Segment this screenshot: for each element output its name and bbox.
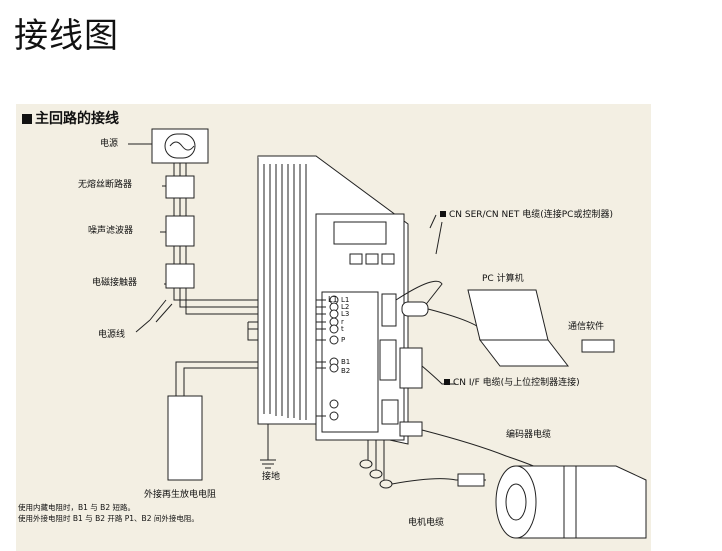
motor-flange bbox=[495, 465, 537, 539]
label-ext-resistor: 外接再生放电电阻 bbox=[144, 490, 217, 500]
label-no-fuse-breaker: 无熔丝断路器 bbox=[78, 180, 133, 190]
terminal-p: P bbox=[341, 336, 346, 344]
terminal-l1: L1 bbox=[341, 296, 350, 304]
power-supply-box bbox=[151, 128, 209, 164]
cn-ser-connector bbox=[381, 293, 397, 327]
noise-filter-box bbox=[165, 215, 195, 247]
label-noise-filter: 噪声滤波器 bbox=[88, 226, 134, 236]
label-motor-cable: 电机电缆 bbox=[408, 518, 445, 528]
cn-if-connector bbox=[379, 339, 397, 381]
sine-wave bbox=[169, 141, 195, 151]
motor-plug bbox=[457, 473, 485, 487]
terminal-l2: L2 bbox=[341, 303, 350, 311]
terminal-b1: B1 bbox=[341, 358, 351, 366]
label-power-supply: 电源 bbox=[100, 139, 119, 149]
software-box bbox=[581, 339, 615, 353]
note-line-2: 使用外接电阻时 B1 与 B2 开路 P1、B2 间外接电阻。 bbox=[18, 514, 199, 523]
label-pc: PC 计算机 bbox=[482, 274, 524, 284]
button-2 bbox=[365, 253, 379, 265]
no-fuse-breaker-box bbox=[165, 175, 195, 199]
note-line-1: 使用内藏电阻时，B1 与 B2 短路。 bbox=[18, 503, 135, 512]
label-encoder-cable: 编码器电缆 bbox=[506, 430, 552, 440]
label-magnetic-contactor: 电磁接触器 bbox=[92, 278, 138, 288]
terminal-label-l1: L1 bbox=[328, 295, 338, 304]
terminal-b2: B2 bbox=[341, 367, 351, 375]
magnetic-contactor-box bbox=[165, 263, 195, 289]
square-bullet-icon bbox=[444, 379, 450, 385]
resistor-note: 使用内藏电阻时，B1 与 B2 短路。 使用外接电阻时 B1 与 B2 开路 P… bbox=[18, 502, 199, 524]
label-ground: 接地 bbox=[262, 472, 281, 482]
power-supply-symbol bbox=[164, 133, 196, 159]
external-resistor-box bbox=[167, 395, 203, 481]
label-comm-software: 通信软件 bbox=[568, 322, 605, 332]
terminal-l3: L3 bbox=[341, 310, 350, 318]
wiring-diagram: 主回路的接线 电源 无熔丝断路器 噪声滤波器 电磁接触器 电源线 L1 L2 L… bbox=[16, 104, 651, 551]
button-1 bbox=[349, 253, 363, 265]
laptop-screen bbox=[467, 289, 549, 341]
page-title: 接线图 bbox=[14, 16, 119, 56]
label-cn-if: CN I/F 电缆(与上位控制器连接) bbox=[444, 378, 580, 389]
wiring-diagram-graphic bbox=[128, 128, 647, 539]
label-cn-ser-net: CN SER/CN NET 电缆(连接PC或控制器) bbox=[440, 210, 613, 221]
button-3 bbox=[381, 253, 395, 265]
display-window bbox=[333, 221, 387, 245]
square-bullet-icon bbox=[440, 211, 446, 217]
section-title: 主回路的接线 bbox=[22, 108, 119, 128]
encoder-connector bbox=[381, 399, 399, 425]
terminal-r: r bbox=[341, 318, 344, 326]
square-bullet-icon bbox=[22, 114, 32, 124]
label-power-line: 电源线 bbox=[98, 330, 126, 340]
laptop-keyboard bbox=[478, 339, 570, 367]
terminal-t: t bbox=[341, 325, 344, 333]
